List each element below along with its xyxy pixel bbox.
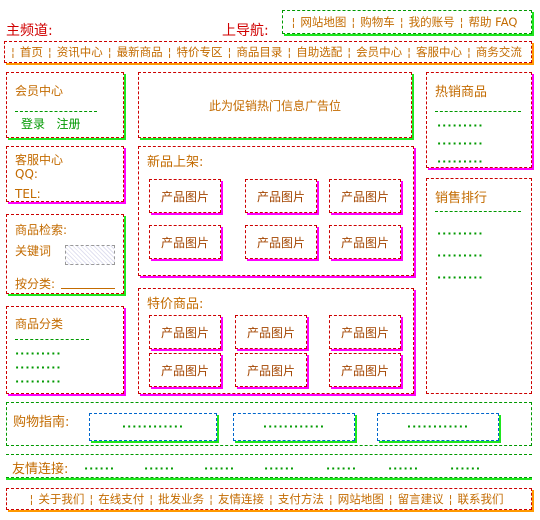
member-center-rule <box>15 111 97 112</box>
rank-item[interactable]: ········· <box>437 271 484 284</box>
category-item[interactable]: ········· <box>15 375 62 388</box>
top-nav: ¦网站地图 ¦购物车 ¦我的账号 ¦帮助 FAQ <box>282 10 532 34</box>
guide-item[interactable]: ············ <box>377 413 499 441</box>
keyword-label: 关键词 <box>15 244 52 258</box>
main-nav-home[interactable]: 首页 <box>19 45 43 59</box>
main-nav-news[interactable]: 资讯中心 <box>56 45 103 59</box>
footer-wholesale[interactable]: 批发业务 <box>158 492 205 506</box>
hot-products-title: 热销商品 <box>435 85 488 100</box>
footer-sitemap[interactable]: 网站地图 <box>337 492 384 506</box>
keyword-input[interactable] <box>65 245 115 265</box>
rank-item[interactable]: ········· <box>437 249 484 262</box>
guide-item[interactable]: ············ <box>233 413 355 441</box>
main-nav-catalog[interactable]: 商品目录 <box>236 45 283 59</box>
special-product-image[interactable]: 产品图片 <box>329 353 401 387</box>
hot-products-rule <box>435 111 521 112</box>
top-nav-sitemap[interactable]: 网站地图 <box>300 15 347 29</box>
main-nav: ¦首页 ¦资讯中心 ¦最新商品 ¦特价专区 ¦商品目录 ¦自助选配 ¦会员中心 … <box>4 41 532 63</box>
customer-service-title: 客服中心 <box>15 153 64 167</box>
product-search-box: 商品检索: 关键词 按分类: <box>6 214 124 294</box>
hot-item[interactable]: ········· <box>437 137 484 150</box>
search-title: 商品检索: <box>15 223 68 237</box>
special-product-image[interactable]: 产品图片 <box>329 315 401 349</box>
special-product-image[interactable]: 产品图片 <box>149 315 221 349</box>
main-channel-label: 主频道: <box>6 23 53 39</box>
login-link[interactable]: 登录 <box>21 117 46 131</box>
friend-link[interactable]: ······ <box>264 462 296 475</box>
register-link[interactable]: 注册 <box>56 117 81 131</box>
category-rule <box>15 339 89 340</box>
main-nav-service[interactable]: 客服中心 <box>416 45 462 59</box>
new-product-image[interactable]: 产品图片 <box>245 179 317 213</box>
footer-about[interactable]: 关于我们 <box>38 492 85 506</box>
category-item[interactable]: ········· <box>15 361 62 374</box>
product-category-box: 商品分类 ········· ········· ········· <box>6 306 124 394</box>
new-products-title: 新品上架: <box>147 155 204 170</box>
category-filter-input[interactable] <box>61 288 115 289</box>
footer-contact[interactable]: 联系我们 <box>457 492 504 506</box>
member-center-title: 会员中心 <box>15 84 64 98</box>
qq-label: QQ: <box>15 167 38 181</box>
new-product-image[interactable]: 产品图片 <box>149 179 221 213</box>
friend-link[interactable]: ······ <box>388 462 420 475</box>
special-product-image[interactable]: 产品图片 <box>235 353 307 387</box>
new-products-box: 新品上架: 产品图片 产品图片 产品图片 产品图片 产品图片 产品图片 <box>138 146 414 276</box>
sales-rank-rule <box>435 211 521 212</box>
customer-service-box: 客服中心 QQ: TEL: <box>6 146 124 202</box>
sales-rank-title: 销售排行 <box>435 191 488 206</box>
ad-text: 此为促销热门信息广告位 <box>208 98 341 113</box>
shopping-guide-title: 购物指南: <box>13 415 70 430</box>
shopping-guide-box: 购物指南: ············ ············ ········… <box>6 402 532 446</box>
footer-payment-methods[interactable]: 支付方法 <box>277 492 324 506</box>
special-product-image[interactable]: 产品图片 <box>235 315 307 349</box>
main-nav-selfconfig[interactable]: 自助选配 <box>296 45 343 59</box>
special-product-image[interactable]: 产品图片 <box>149 353 221 387</box>
main-nav-business[interactable]: 商务交流 <box>475 45 522 59</box>
hot-item[interactable]: ········· <box>437 155 484 168</box>
main-nav-member[interactable]: 会员中心 <box>356 45 403 59</box>
ad-banner[interactable]: 此为促销热门信息广告位 <box>138 72 412 138</box>
special-products-title: 特价商品: <box>147 297 204 312</box>
top-nav-label: 上导航: <box>222 23 269 39</box>
friend-link[interactable]: ······ <box>326 462 358 475</box>
top-nav-help[interactable]: 帮助 FAQ <box>468 15 518 29</box>
friend-links-box: 友情连接: ······ ······ ······ ······ ······… <box>6 454 532 478</box>
footer-friend-links[interactable]: 友情连接 <box>218 492 264 506</box>
category-filter-label: 按分类: <box>15 277 56 291</box>
footer-nav: ¦关于我们 ¦在线支付 ¦批发业务 ¦友情连接 ¦支付方法 ¦网站地图 ¦留言建… <box>6 488 532 510</box>
member-links: 登录 注册 <box>21 115 80 132</box>
footer-online-payment[interactable]: 在线支付 <box>98 492 145 506</box>
new-product-image[interactable]: 产品图片 <box>329 225 401 259</box>
friend-link[interactable]: ······ <box>144 462 176 475</box>
sales-rank-box: 销售排行 ········· ········· ········· <box>426 178 532 394</box>
hot-item[interactable]: ········· <box>437 119 484 132</box>
friend-link[interactable]: ······ <box>450 462 482 475</box>
top-nav-account[interactable]: 我的账号 <box>408 15 455 29</box>
new-product-image[interactable]: 产品图片 <box>329 179 401 213</box>
friend-link[interactable]: ······ <box>84 462 116 475</box>
special-products-box: 特价商品: 产品图片 产品图片 产品图片 产品图片 产品图片 产品图片 <box>138 288 414 394</box>
new-product-image[interactable]: 产品图片 <box>245 225 317 259</box>
footer-feedback[interactable]: 留言建议 <box>397 492 444 506</box>
member-center-box: 会员中心 登录 注册 <box>6 72 124 138</box>
friend-links-title: 友情连接: <box>12 462 69 477</box>
main-nav-latest[interactable]: 最新商品 <box>116 45 163 59</box>
top-nav-cart[interactable]: 购物车 <box>360 15 395 29</box>
category-title: 商品分类 <box>15 317 64 331</box>
hot-products-box: 热销商品 ········· ········· ········· <box>426 72 532 168</box>
new-product-image[interactable]: 产品图片 <box>149 225 221 259</box>
main-nav-specials[interactable]: 特价专区 <box>176 45 223 59</box>
category-item[interactable]: ········· <box>15 347 62 360</box>
friend-link[interactable]: ······ <box>204 462 236 475</box>
tel-label: TEL: <box>15 187 41 201</box>
rank-item[interactable]: ········· <box>437 227 484 240</box>
guide-item[interactable]: ············ <box>89 413 217 441</box>
